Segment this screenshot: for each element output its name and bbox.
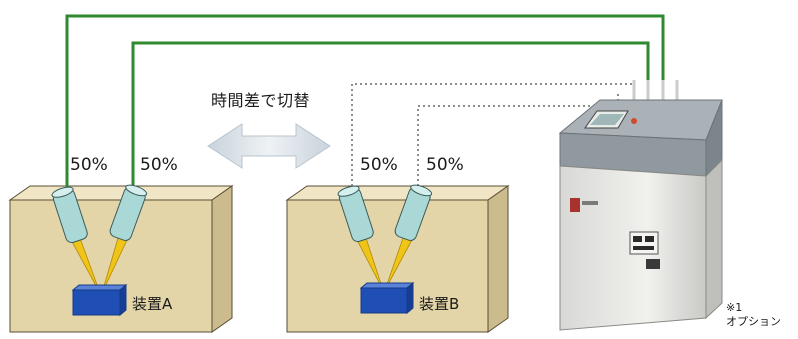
fiber-active — [65, 14, 665, 193]
fiber-standby — [351, 83, 634, 186]
laser-head-b-right — [394, 184, 433, 241]
laser-head-b-left — [337, 185, 374, 243]
option-note-mark: ※1 — [726, 301, 743, 314]
laser-head-a-left — [51, 186, 88, 244]
option-note-text: オプション — [726, 315, 781, 328]
device-a-right-split-label: 50% — [140, 155, 178, 175]
device-b-left-split-label: 50% — [360, 155, 398, 175]
laser-head-a-right — [109, 184, 148, 241]
laser-machine — [558, 80, 723, 331]
switch-caption: 時間差で切替 — [211, 91, 311, 110]
device-a-left-split-label: 50% — [70, 155, 108, 175]
device-b-label: 装置B — [419, 295, 460, 313]
switch-double-arrow — [207, 123, 331, 169]
target-a — [71, 283, 128, 317]
target-b — [359, 281, 415, 315]
option-note: ※1 オプション — [726, 301, 781, 329]
device-b-right-split-label: 50% — [426, 155, 464, 175]
device-a-label: 装置A — [132, 295, 173, 313]
